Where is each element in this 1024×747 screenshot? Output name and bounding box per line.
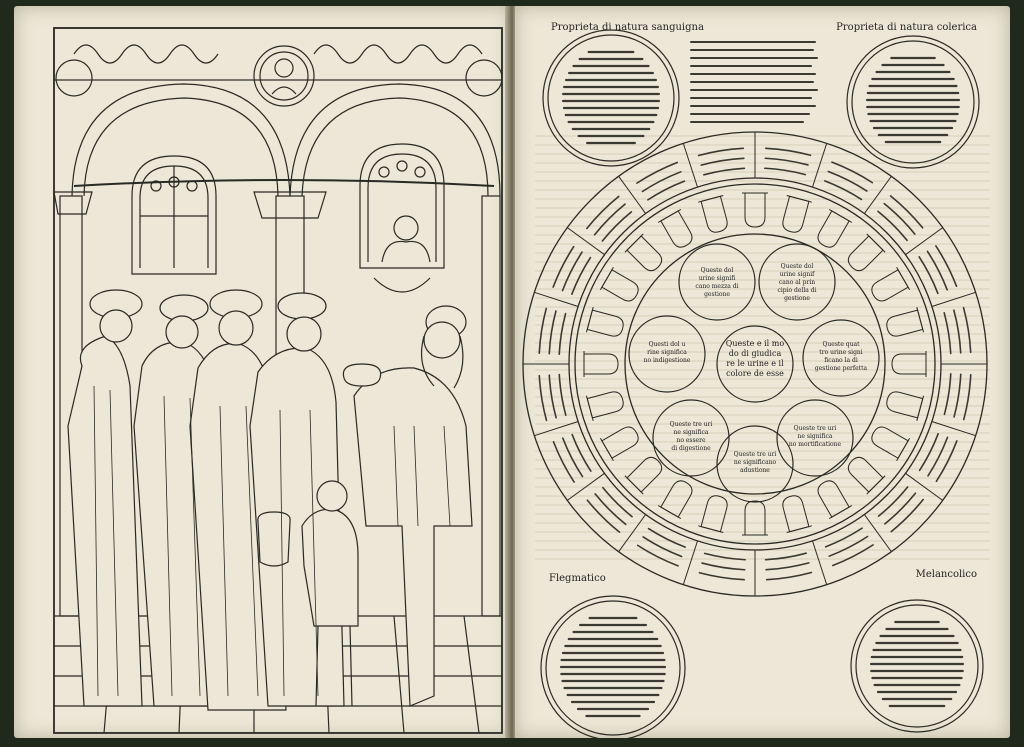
center-line-2: do di giudica: [729, 349, 782, 358]
inner-circle-2-line-4: cipio della di: [777, 287, 816, 294]
urine-flask-icon: [742, 192, 768, 228]
inner-circle: [802, 319, 880, 397]
inner-circle-1-line-1: Queste dol: [701, 267, 734, 274]
woodcut-illustration: [53, 27, 503, 734]
inner-circle-6-line-4: di digestione: [671, 445, 711, 452]
inner-circle: [628, 315, 706, 393]
inner-circle-5-line-2: ne significano: [734, 459, 777, 466]
inner-circle: [678, 243, 756, 321]
urine-flask-icon: [698, 194, 728, 233]
inner-circle-2-line-2: urine signif: [780, 271, 816, 278]
urine-flask-icon: [657, 208, 693, 248]
urine-wheel-page: Proprieta di natura sanguigna Proprieta …: [522, 22, 990, 741]
urine-flask-icon: [891, 351, 927, 377]
temperament-circle-sanguine: [542, 29, 680, 167]
inner-circle-1-line-2: urine signifi: [699, 275, 736, 282]
inner-circle: [652, 399, 730, 477]
inner-circle: [776, 399, 854, 477]
urine-flask-icon: [599, 426, 639, 462]
inner-circle-4-line-1: Queste tre uri: [794, 425, 837, 432]
inner-circle: [758, 243, 836, 321]
urine-flask-icon: [624, 233, 663, 272]
header-sanguine: Proprieta di natura sanguigna: [551, 22, 704, 33]
center-line-3: re le urine e il: [726, 359, 784, 368]
inner-circle-1-line-3: cano mezza di: [695, 283, 738, 290]
urine-flask-icon: [847, 456, 886, 495]
urine-flask-icon: [886, 307, 925, 337]
inner-circle: [716, 425, 794, 503]
inner-circle-3-line-2: tro urine signi: [819, 349, 862, 356]
urine-flask-icon: [817, 480, 853, 520]
inner-circle-4-line-3: no mortificatione: [789, 441, 842, 448]
urine-flask-icon: [871, 266, 911, 302]
urine-flask-icon: [817, 208, 853, 248]
inner-circle-3-line-1: Queste quat: [823, 341, 861, 348]
inner-circle-3-line-3: ficano la di: [824, 357, 858, 364]
right-page: Proprieta di natura sanguigna Proprieta …: [515, 6, 1010, 741]
urine-flask-icon: [742, 500, 768, 536]
urine-flask-icon: [585, 391, 624, 421]
urine-flask-icon: [585, 307, 624, 337]
inner-circle-4-line-2: ne significa: [798, 433, 833, 440]
inner-circle-6-line-1: Queste tre uri: [670, 421, 713, 428]
urine-flask-icon: [583, 351, 619, 377]
temperament-circle-melancholic: [850, 599, 984, 733]
temperament-circle-choleric: [846, 35, 980, 169]
urine-flask-icon: [886, 391, 925, 421]
urine-flask-icon: [847, 233, 886, 272]
urine-flask-icon: [657, 480, 693, 520]
inner-circle-6-line-3: no essere: [676, 437, 706, 444]
urine-flask-icon: [624, 456, 663, 495]
inner-circle-2-line-5: gestione: [784, 295, 810, 302]
inner-circle-7-line-3: no indigestione: [644, 357, 691, 364]
inner-circle-1-line-4: gestione: [704, 291, 730, 298]
label-phlegmatic: Flegmatico: [549, 573, 606, 584]
urine-wheel: Queste e il mo do di giudica re le urine…: [522, 131, 988, 597]
urine-flask-icon: [599, 266, 639, 302]
urine-flask-icon: [698, 495, 728, 534]
center-line-4: colore de esse: [726, 369, 784, 378]
left-page: [14, 6, 511, 738]
label-melancholic: Melancolico: [916, 569, 977, 580]
urine-flask-icon: [782, 495, 812, 534]
inner-circle-6-line-2: ne significa: [674, 429, 709, 436]
inner-circle-2-line-1: Queste dol: [781, 263, 814, 270]
inner-circle-7-line-1: Questi dol u: [649, 341, 686, 348]
header-choleric: Proprieta di natura colerica: [836, 22, 977, 33]
inner-circle-7-line-2: rine significa: [647, 349, 687, 356]
urine-flask-icon: [782, 194, 812, 233]
center-line-1: Queste e il mo: [726, 339, 785, 348]
inner-circle-3-line-4: gestione perfetta: [815, 365, 868, 372]
urine-flask-icon: [871, 426, 911, 462]
inner-circle-5-line-3: adustione: [740, 467, 770, 474]
inner-circle-2-line-3: cano al prin: [779, 279, 815, 286]
inner-circle-5-line-1: Queste tre uri: [734, 451, 777, 458]
